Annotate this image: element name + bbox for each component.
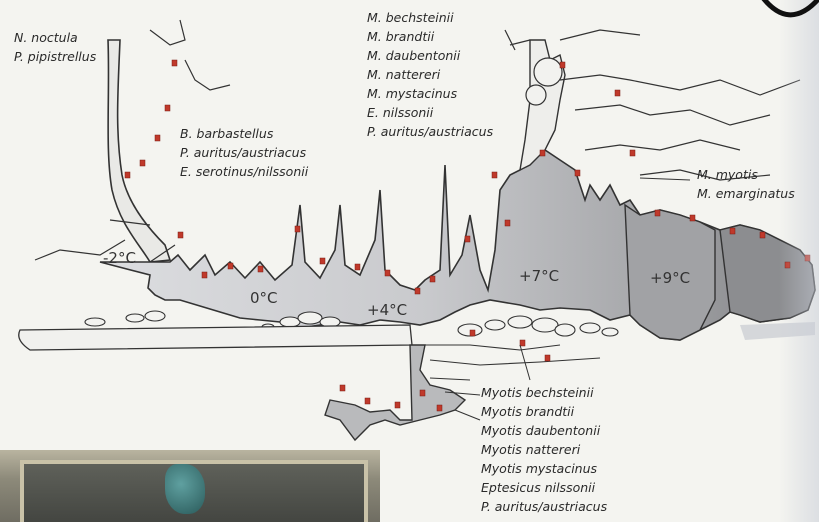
species-label: M. brandtii: [367, 27, 493, 46]
species-label: Eptesicus nilssonii: [481, 478, 607, 497]
temperature-label: +4°C: [367, 301, 407, 319]
pointer-right: [640, 178, 690, 180]
label-mid-left: B. barbastellus P. auritus/austriacus E.…: [180, 124, 308, 181]
label-top-left: N. noctula P. pipistrellus: [14, 28, 96, 66]
temperature-label: +7°C: [519, 267, 559, 285]
species-label: M. emarginatus: [697, 184, 795, 203]
fissure-left-top: [150, 20, 230, 90]
inset-photo: [0, 450, 380, 522]
species-label: Myotis brandtii: [481, 402, 607, 421]
fissure-3: [585, 140, 740, 150]
label-top-center: M. bechsteinii M. brandtii M. daubentoni…: [367, 8, 493, 141]
boulder-top: [534, 58, 562, 86]
species-label: P. pipistrellus: [14, 47, 96, 66]
bat-in-photo: [165, 464, 205, 514]
temperature-label: -2°C: [103, 249, 136, 267]
species-label: M. bechsteinii: [367, 8, 493, 27]
temperature-label: 0°C: [250, 289, 278, 307]
label-bottom: Myotis bechsteinii Myotis brandtii Myoti…: [481, 383, 607, 516]
boulder-top-2: [526, 85, 546, 105]
pointer-bottom-2: [455, 410, 480, 420]
species-label: Myotis daubentonii: [481, 421, 607, 440]
logo-ring: [753, 0, 819, 26]
species-label: P. auritus/austriacus: [180, 143, 308, 162]
species-label: P. auritus/austriacus: [481, 497, 607, 516]
floor-shelf: [19, 325, 412, 350]
lower-passage: [325, 345, 465, 440]
fissure-2: [575, 105, 770, 125]
fissure-top: [505, 30, 640, 50]
page-gloss: [779, 0, 819, 522]
species-label: Myotis bechsteinii: [481, 383, 607, 402]
species-label: Myotis mystacinus: [481, 459, 607, 478]
fissure-1: [560, 75, 800, 95]
species-label: B. barbastellus: [180, 124, 308, 143]
species-label: P. auritus/austriacus: [367, 122, 493, 141]
species-label: M. nattereri: [367, 65, 493, 84]
temperature-label: +9°C: [650, 269, 690, 287]
species-label: E. nilssonii: [367, 103, 493, 122]
species-label: M. myotis: [697, 165, 795, 184]
species-label: N. noctula: [14, 28, 96, 47]
species-label: E. serotinus/nilssonii: [180, 162, 308, 181]
species-label: Myotis nattereri: [481, 440, 607, 459]
label-right: M. myotis M. emarginatus: [697, 165, 795, 203]
species-label: M. daubentonii: [367, 46, 493, 65]
chimney-left: [108, 40, 170, 262]
species-label: M. mystacinus: [367, 84, 493, 103]
